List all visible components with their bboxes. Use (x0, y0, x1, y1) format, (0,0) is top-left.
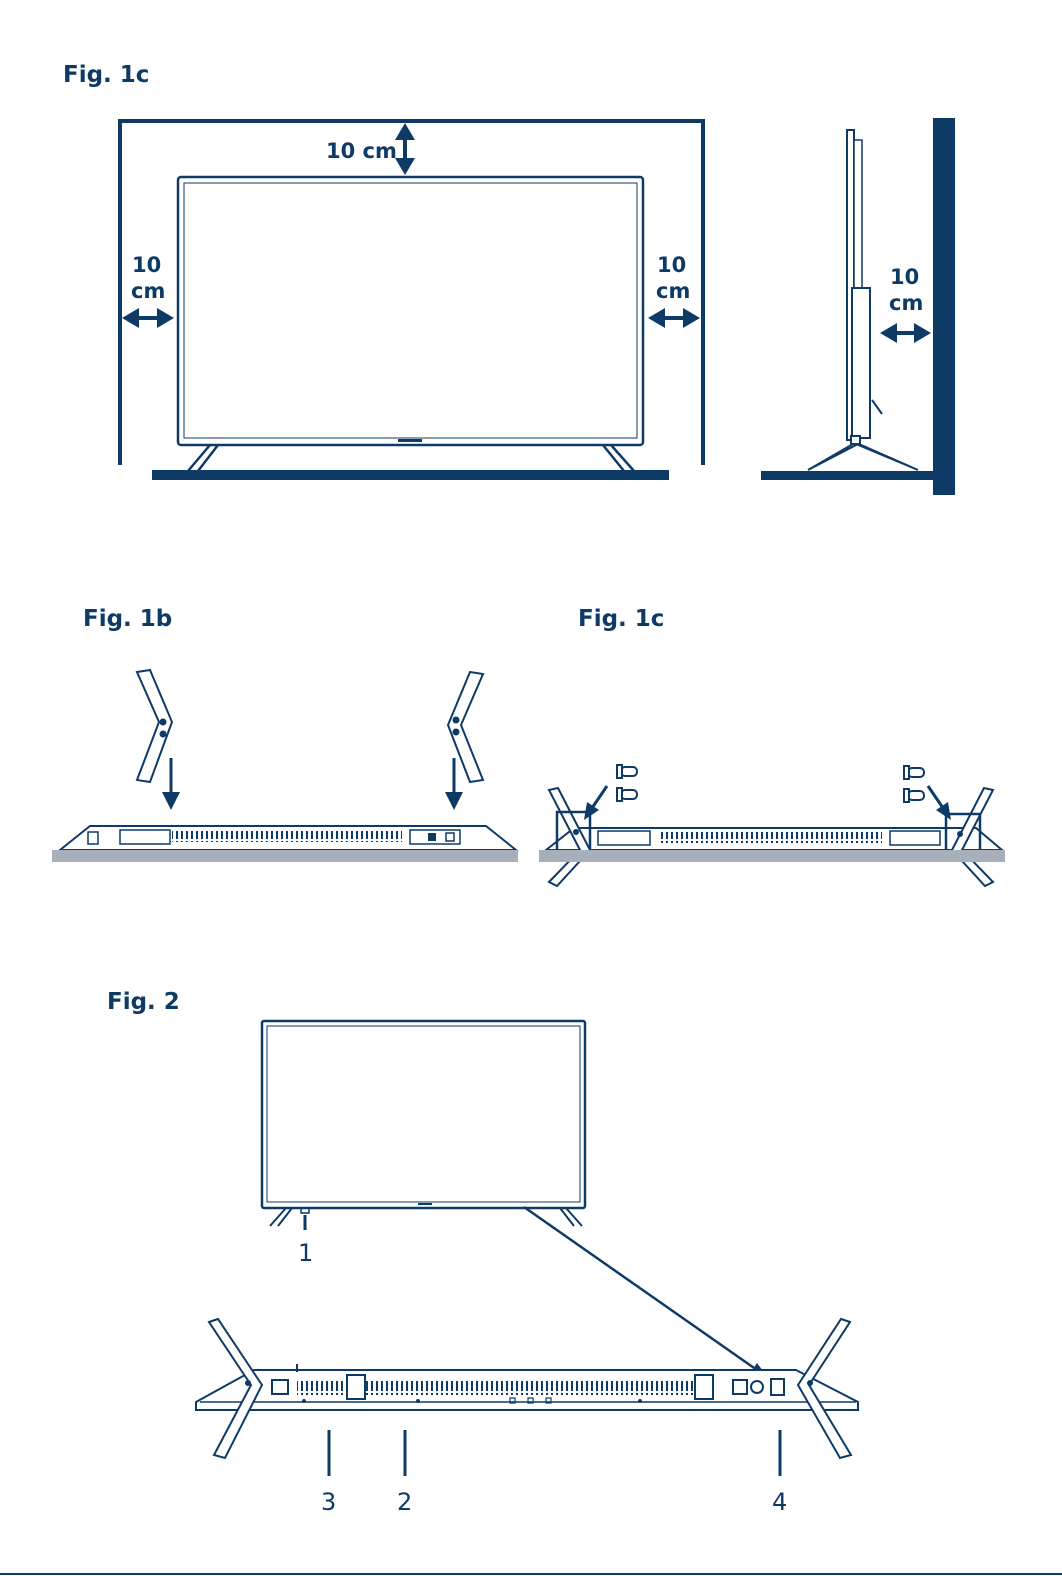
side-clearance-unit: cm (889, 291, 923, 315)
screw-icon (904, 766, 924, 779)
screw-icon (617, 788, 637, 801)
left-clearance-value: 10 (132, 253, 161, 277)
fig-2-controls: 1 3 2 4 (196, 1021, 858, 1516)
tv-front (178, 177, 643, 445)
tv-logo (398, 439, 422, 442)
right-clearance-value: 10 (657, 253, 686, 277)
callout-4: 4 (772, 1488, 787, 1516)
fig-1c-top-title: Fig. 1c (63, 62, 149, 88)
tv-side-cable (872, 400, 882, 414)
side-stand-legs (808, 444, 918, 470)
callout-1: 1 (298, 1239, 313, 1267)
tv-side-module (852, 288, 870, 438)
callout-3: 3 (321, 1488, 336, 1516)
tv-vents-2 (660, 832, 882, 843)
antenna-port (751, 1381, 763, 1393)
tv-foot-right (603, 445, 634, 471)
fig-1c-screw-attach (539, 765, 1005, 886)
fig-2-title: Fig. 2 (107, 989, 180, 1015)
tv-vents (172, 831, 402, 842)
left-clearance-unit: cm (131, 279, 165, 303)
attach-arrow-right (445, 758, 463, 810)
callout-2: 2 (397, 1488, 412, 1516)
lying-surface (52, 850, 518, 862)
front-view-clearance: 10 cm 10 cm 10 cm (120, 121, 703, 480)
tv-front-small (262, 1021, 585, 1208)
power-socket (733, 1380, 747, 1394)
side-clearance-value: 10 (890, 265, 919, 289)
screw-icon (904, 789, 924, 802)
stand-leg-left (137, 670, 172, 782)
side-view-clearance: 10 cm (761, 118, 955, 495)
screw-arrow-left (584, 786, 607, 820)
left-clearance-arrow (122, 308, 174, 328)
fig-1b-title: Fig. 1b (83, 606, 172, 632)
fig-1b-stand-attach (52, 670, 518, 862)
top-clearance-arrow (395, 123, 415, 175)
power-switch (771, 1379, 784, 1395)
small-foot-right (560, 1208, 582, 1226)
lying-surface-2 (539, 850, 1005, 862)
ir-sensor (301, 1208, 309, 1213)
fig-1c-bottom-title: Fig. 1c (578, 606, 664, 632)
side-table-surface (761, 471, 936, 480)
right-clearance-unit: cm (656, 279, 690, 303)
top-clearance-label: 10 cm (326, 139, 397, 163)
side-stand-neck (851, 436, 860, 444)
screw-icon (617, 765, 637, 778)
table-surface (152, 470, 669, 480)
pointer-arrow (524, 1207, 757, 1370)
right-clearance-arrow (648, 308, 700, 328)
attach-arrow-left (162, 758, 180, 810)
tv-foot-left (188, 445, 218, 471)
side-clearance-arrow (880, 323, 931, 343)
wall (933, 118, 955, 495)
small-foot-left (270, 1208, 292, 1226)
